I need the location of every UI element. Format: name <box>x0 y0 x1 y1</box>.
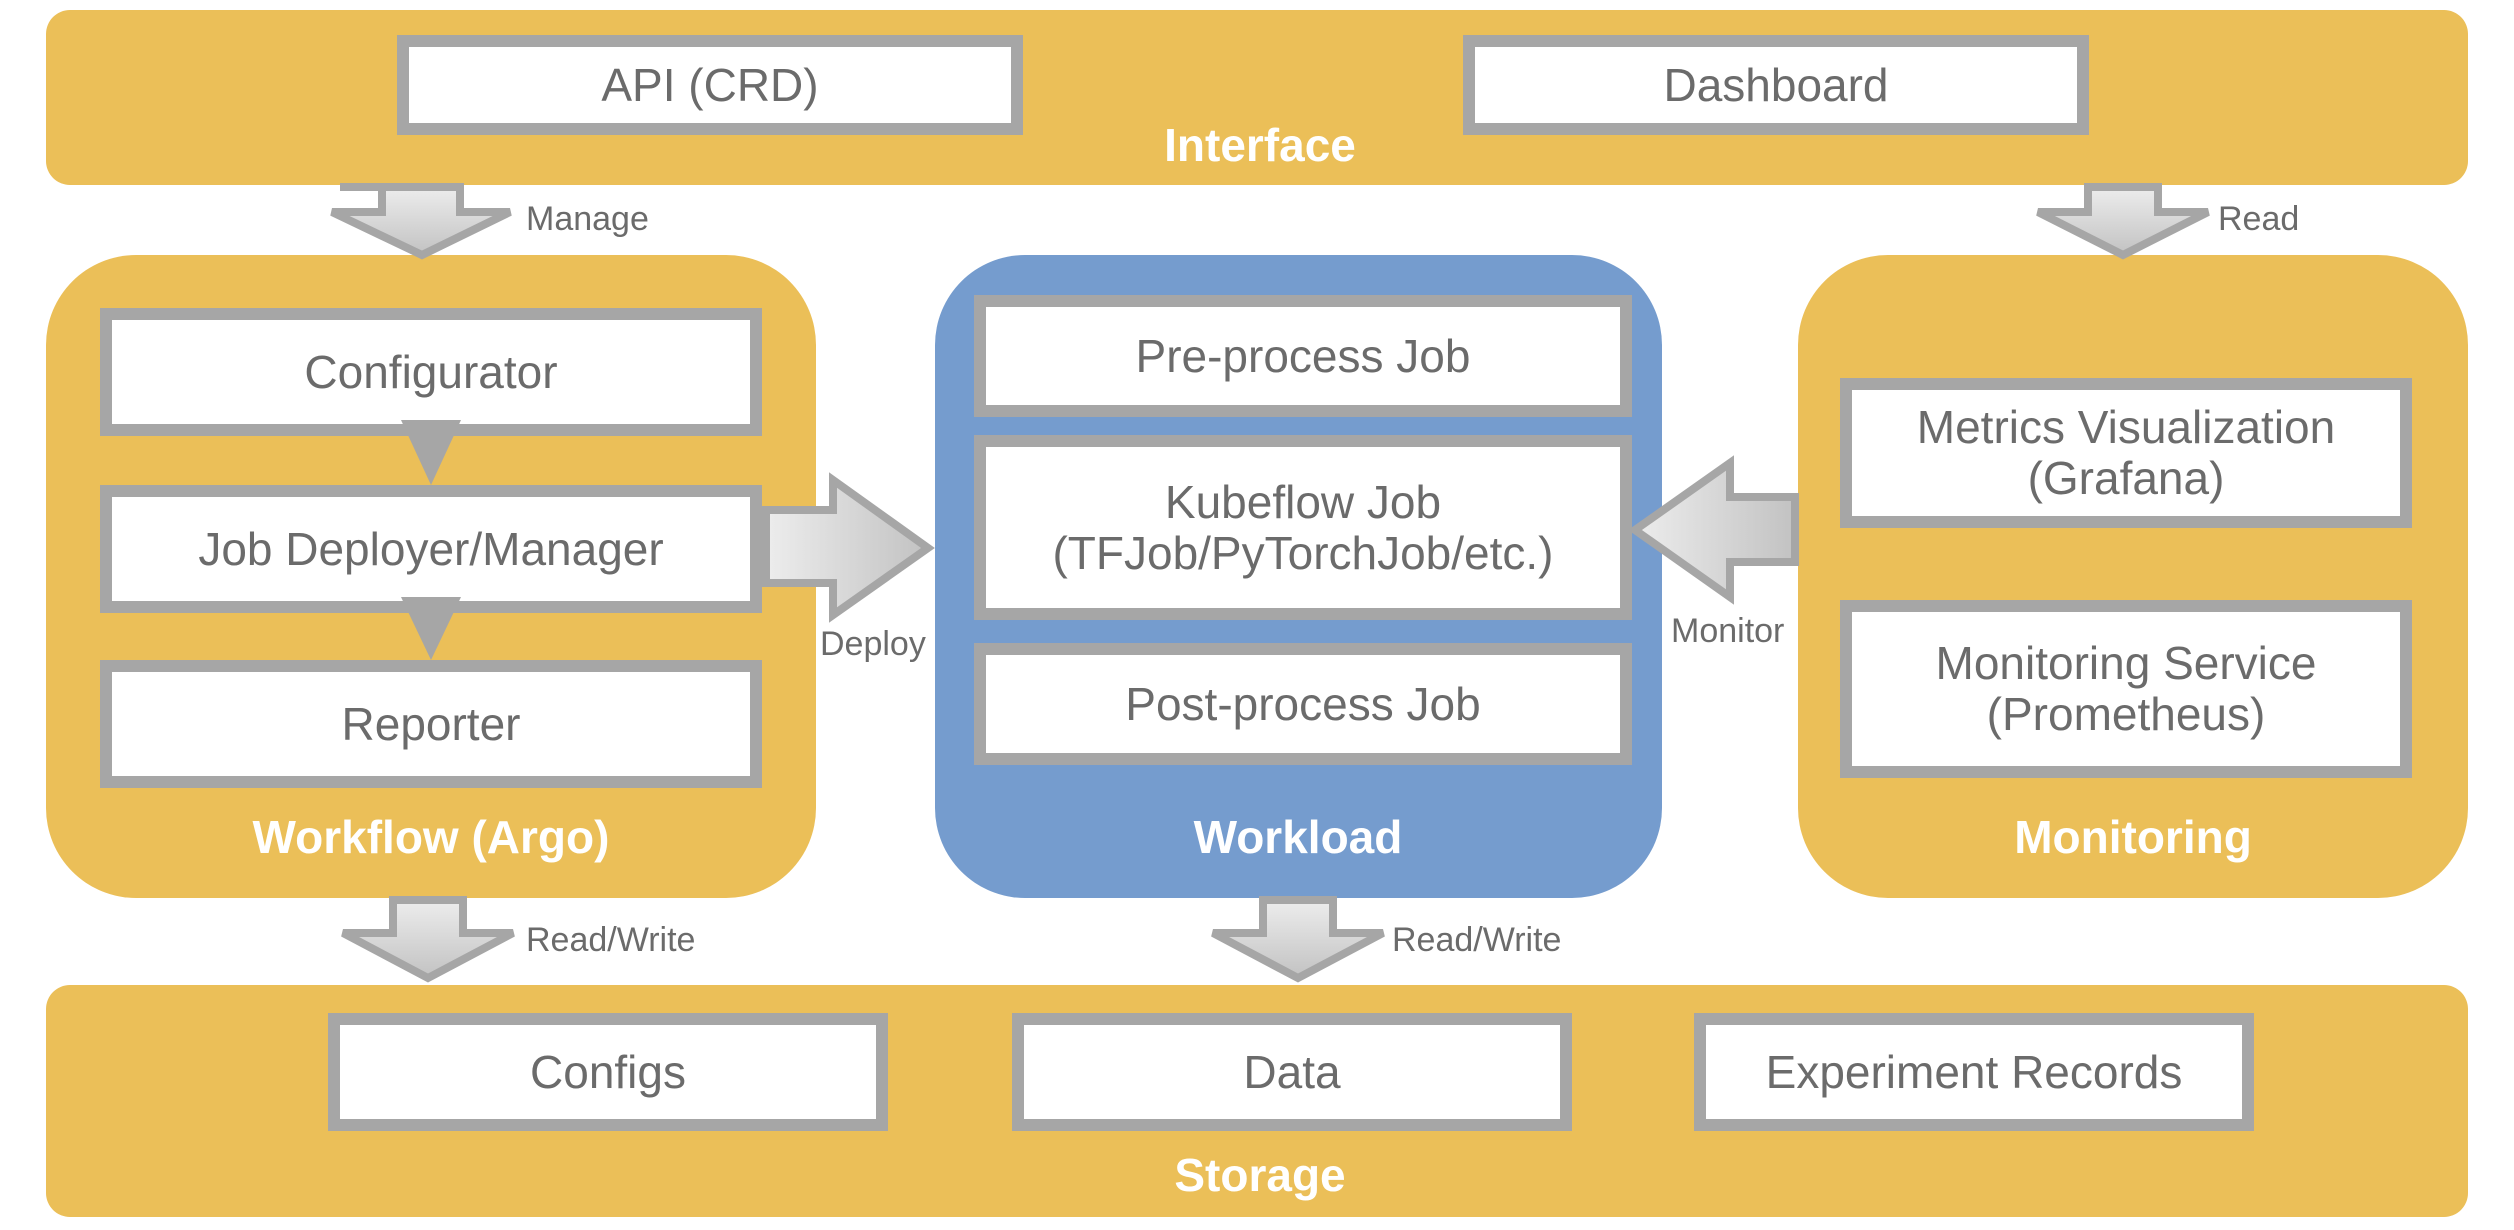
configs-box: Configs <box>328 1013 888 1131</box>
workflow-readwrite-label: Read/Write <box>526 921 696 959</box>
monitor-arrow <box>1628 455 1799 605</box>
reporter-box: Reporter <box>100 660 762 788</box>
storage-title: Storage <box>1174 1149 1346 1201</box>
kubeflow-job-box: Kubeflow Job (TFJob/PyTorchJob/etc.) <box>974 435 1632 620</box>
read-arrow <box>2036 183 2210 260</box>
configurator-to-deployer-arrow <box>401 420 461 485</box>
monitoring-service-box: Monitoring Service (Prometheus) <box>1840 600 2412 778</box>
monitoring-group <box>1798 255 2468 898</box>
postprocess-job-box: Post-process Job <box>974 643 1632 765</box>
monitor-label: Monitor <box>1671 612 1785 650</box>
job-deployer-manager-box: Job Deployer/Manager <box>100 485 762 613</box>
deployer-to-reporter-arrow <box>401 597 461 660</box>
preprocess-job-box: Pre-process Job <box>974 295 1632 417</box>
dashboard-box: Dashboard <box>1463 35 2089 135</box>
workload-title: Workload <box>1193 811 1403 863</box>
configurator-box: Configurator <box>100 308 762 436</box>
interface-title: Interface <box>1164 119 1356 171</box>
experiment-records-box: Experiment Records <box>1694 1013 2254 1131</box>
workload-storage-arrow <box>1211 896 1385 983</box>
workload-readwrite-label: Read/Write <box>1392 921 1562 959</box>
read-label: Read <box>2218 200 2300 238</box>
workflow-storage-arrow <box>341 896 515 983</box>
api-crd-box: API (CRD) <box>397 35 1023 135</box>
deploy-label: Deploy <box>820 625 926 663</box>
metrics-visualization-box: Metrics Visualization (Grafana) <box>1840 378 2412 528</box>
monitoring-title: Monitoring <box>2014 811 2252 863</box>
workflow-title: Workflow (Argo) <box>252 811 610 863</box>
deploy-arrow <box>762 472 935 623</box>
data-box: Data <box>1012 1013 1572 1131</box>
manage-arrow <box>330 183 512 260</box>
manage-label: Manage <box>526 200 649 238</box>
